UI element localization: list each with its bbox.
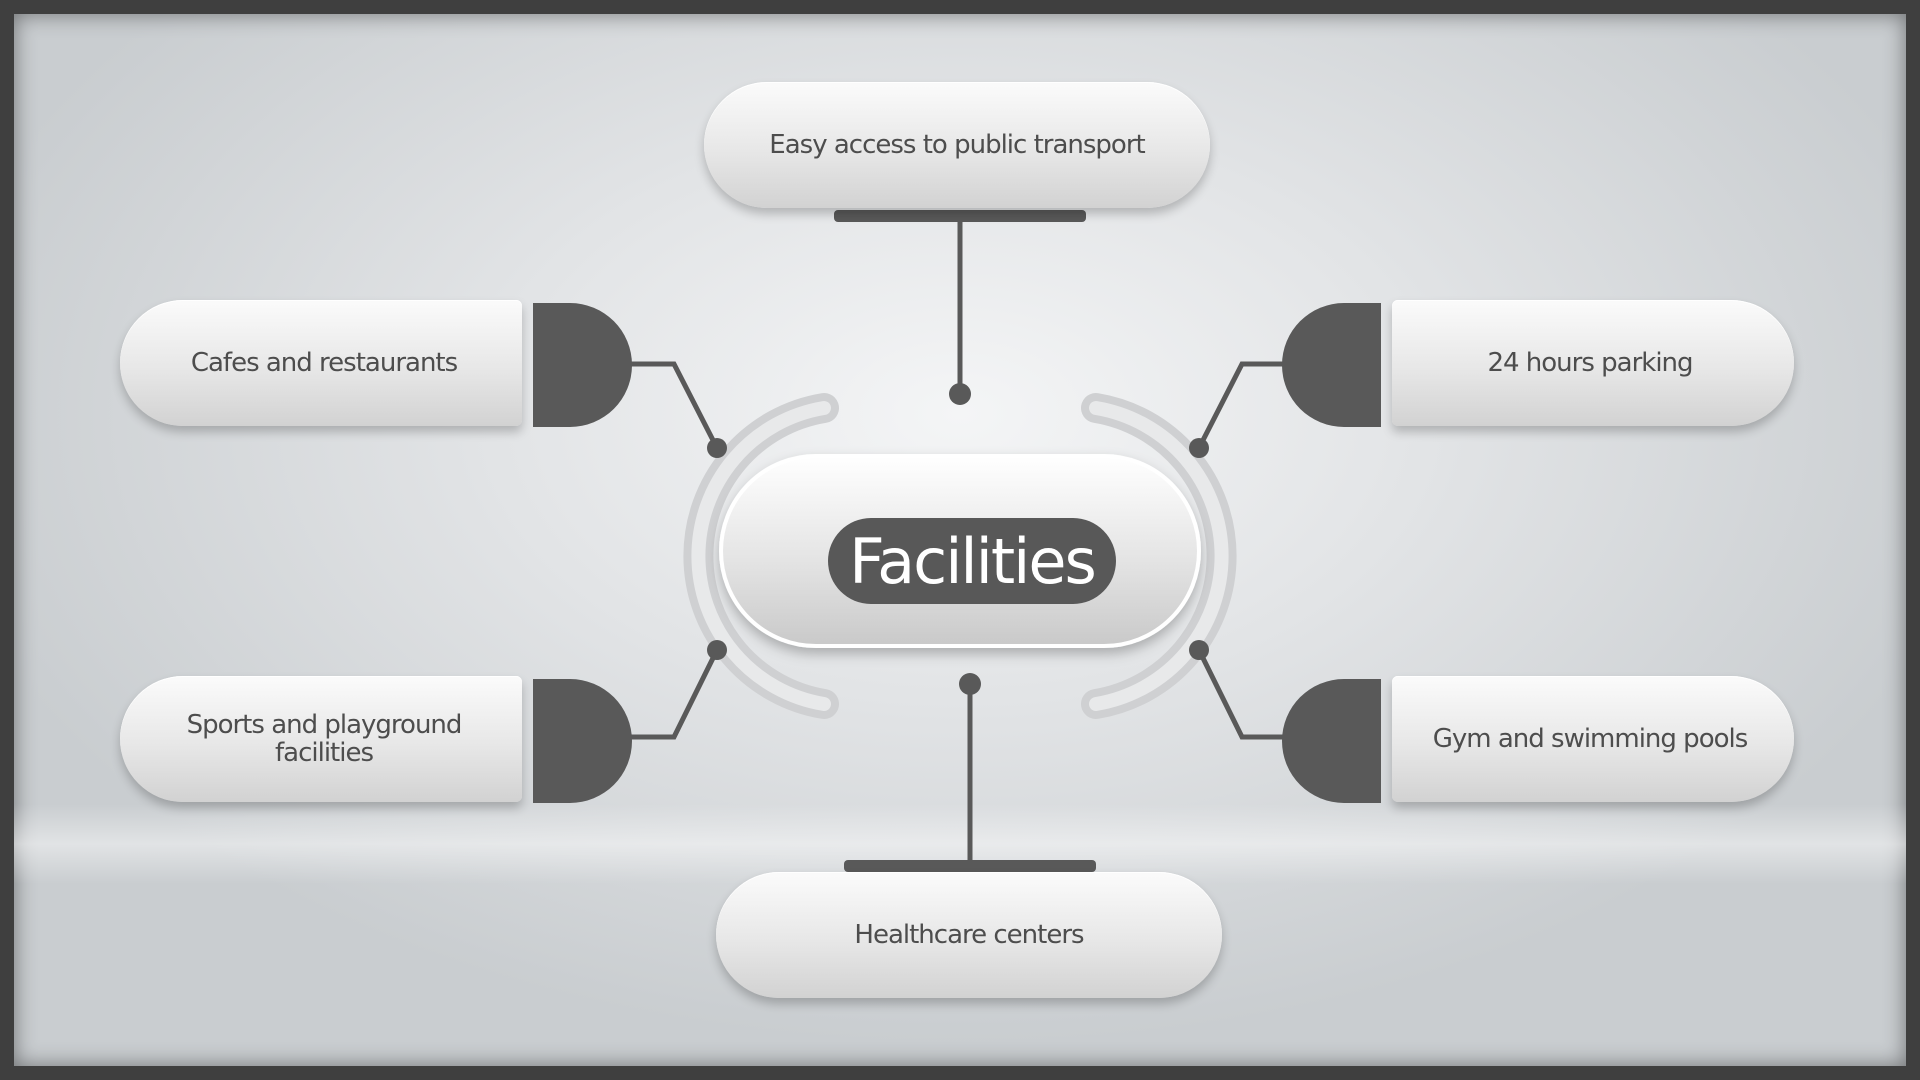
lower-left-connector xyxy=(620,648,720,740)
bottom-connector-bar xyxy=(844,860,1096,872)
upper-right-connector xyxy=(1196,361,1296,450)
top-connector-bar xyxy=(834,210,1086,222)
node-upper-left-label: Cafes and restaurants xyxy=(190,348,458,378)
node-lower-left-label: Sports and playground facilities xyxy=(186,710,463,768)
node-bottom-label: Healthcare centers xyxy=(854,920,1084,950)
left-bracket-arc-inner xyxy=(691,401,831,711)
node-top-label: Easy access to public transport xyxy=(769,130,1145,160)
node-lower-right-label: Gym and swimming pools xyxy=(1432,724,1749,754)
node-top: Easy access to public transport xyxy=(704,82,1210,208)
upper-left-connector xyxy=(620,361,720,450)
node-upper-left: Cafes and restaurants xyxy=(120,300,522,426)
upper-right-cap xyxy=(1282,303,1381,427)
node-bottom: Healthcare centers xyxy=(716,872,1222,998)
node-upper-right-label: 24 hours parking xyxy=(1487,348,1693,378)
node-lower-right: Gym and swimming pools xyxy=(1392,676,1794,802)
bottom-connector-dot xyxy=(959,673,981,695)
right-bracket-arc-inner xyxy=(1089,401,1229,711)
lower-right-connector xyxy=(1196,648,1296,740)
lower-left-cap xyxy=(533,679,632,803)
top-connector-dot xyxy=(949,383,971,405)
center-title: Facilities xyxy=(828,518,1116,604)
node-upper-right: 24 hours parking xyxy=(1392,300,1794,426)
upper-left-cap xyxy=(533,303,632,427)
lower-right-cap xyxy=(1282,679,1381,803)
node-lower-left: Sports and playground facilities xyxy=(120,676,522,802)
diagram-canvas: Easy access to public transport Healthca… xyxy=(14,14,1906,1066)
